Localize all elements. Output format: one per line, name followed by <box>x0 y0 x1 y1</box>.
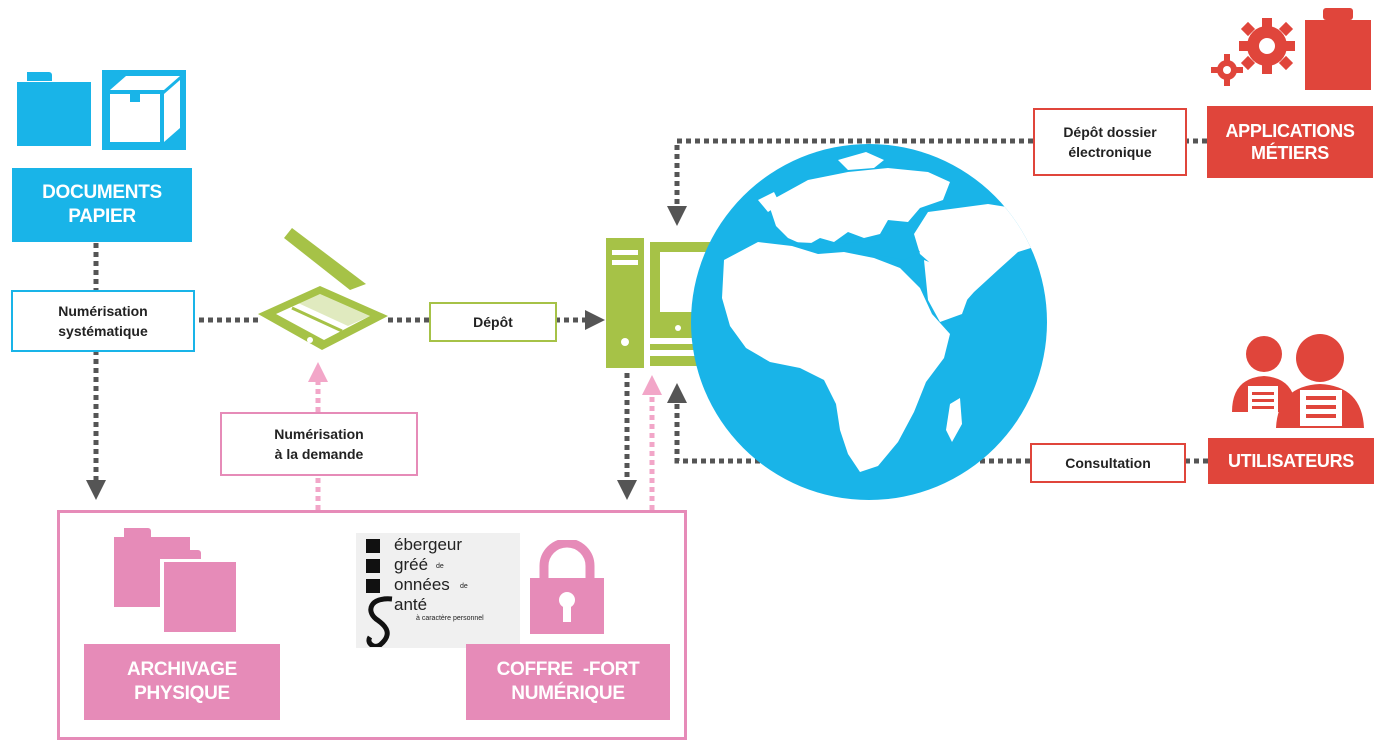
documents-papier-line1: DOCUMENTS <box>42 182 162 204</box>
hads-line3-suffix: de <box>460 583 468 590</box>
utilisateurs-text: UTILISATEURS <box>1227 450 1355 471</box>
utilisateurs-box: UTILISATEURS <box>1208 438 1374 484</box>
documents-papier-box: DOCUMENTS PAPIER <box>12 168 192 242</box>
archivage-physique-box: ARCHIVAGE PHYSIQUE <box>84 644 280 720</box>
hads-logo: ébergeur gréé de onnées de anté à caract… <box>356 533 520 648</box>
applications-metiers-line1: APPLICATIONS <box>1225 120 1355 141</box>
hads-line5: à caractère personnel <box>416 615 484 622</box>
padlock-icon <box>530 540 604 634</box>
consultation-text: Consultation <box>1065 454 1151 471</box>
applications-metiers-line2: MÉTIERS <box>1251 143 1329 163</box>
hads-line4: anté <box>394 595 428 614</box>
applications-metiers-box: APPLICATIONS MÉTIERS <box>1207 106 1373 178</box>
consultation-label: Consultation <box>1030 443 1186 483</box>
numerisation-systematique-line1: Numérisation <box>58 302 148 319</box>
archivage-physique-line1: ARCHIVAGE <box>127 659 237 681</box>
hads-line3: onnées <box>394 575 450 594</box>
briefcase-icon <box>1305 8 1371 90</box>
connector-depot-dossier-to-computer <box>667 138 1033 226</box>
scanner-icon <box>258 228 388 350</box>
gears-icon <box>1211 18 1295 86</box>
numerisation-demande-line1: Numérisation <box>274 425 364 442</box>
numerisation-systematique-label: Numérisation systématique <box>11 290 195 352</box>
users-icon <box>1232 334 1364 428</box>
coffre-fort-box: COFFRE -FORT NUMÉRIQUE <box>466 644 670 720</box>
folders-icon <box>114 528 240 633</box>
hads-line2: gréé <box>394 555 429 574</box>
numerisation-demande-line2: à la demande <box>274 446 364 462</box>
documents-papier-line2: PAPIER <box>68 206 136 227</box>
box-icon <box>102 70 186 150</box>
numerisation-systematique-line2: systématique <box>58 323 148 339</box>
depot-label: Dépôt <box>429 302 557 342</box>
depot-dossier-line1: Dépôt dossier <box>1063 123 1157 140</box>
depot-text: Dépôt <box>473 313 513 330</box>
coffre-fort-line1: COFFRE -FORT <box>496 659 640 681</box>
folder-icon <box>17 72 91 146</box>
hads-line2-suffix: de <box>436 563 444 570</box>
hads-line1: ébergeur <box>394 535 463 554</box>
depot-dossier-line2: électronique <box>1068 144 1152 160</box>
coffre-fort-line2: NUMÉRIQUE <box>511 683 625 704</box>
numerisation-demande-label: Numérisation à la demande <box>220 412 418 476</box>
archivage-physique-line2: PHYSIQUE <box>134 683 230 704</box>
hads-letters-icon <box>366 539 393 647</box>
globe-icon <box>691 144 1047 500</box>
depot-dossier-label: Dépôt dossier électronique <box>1033 108 1187 176</box>
